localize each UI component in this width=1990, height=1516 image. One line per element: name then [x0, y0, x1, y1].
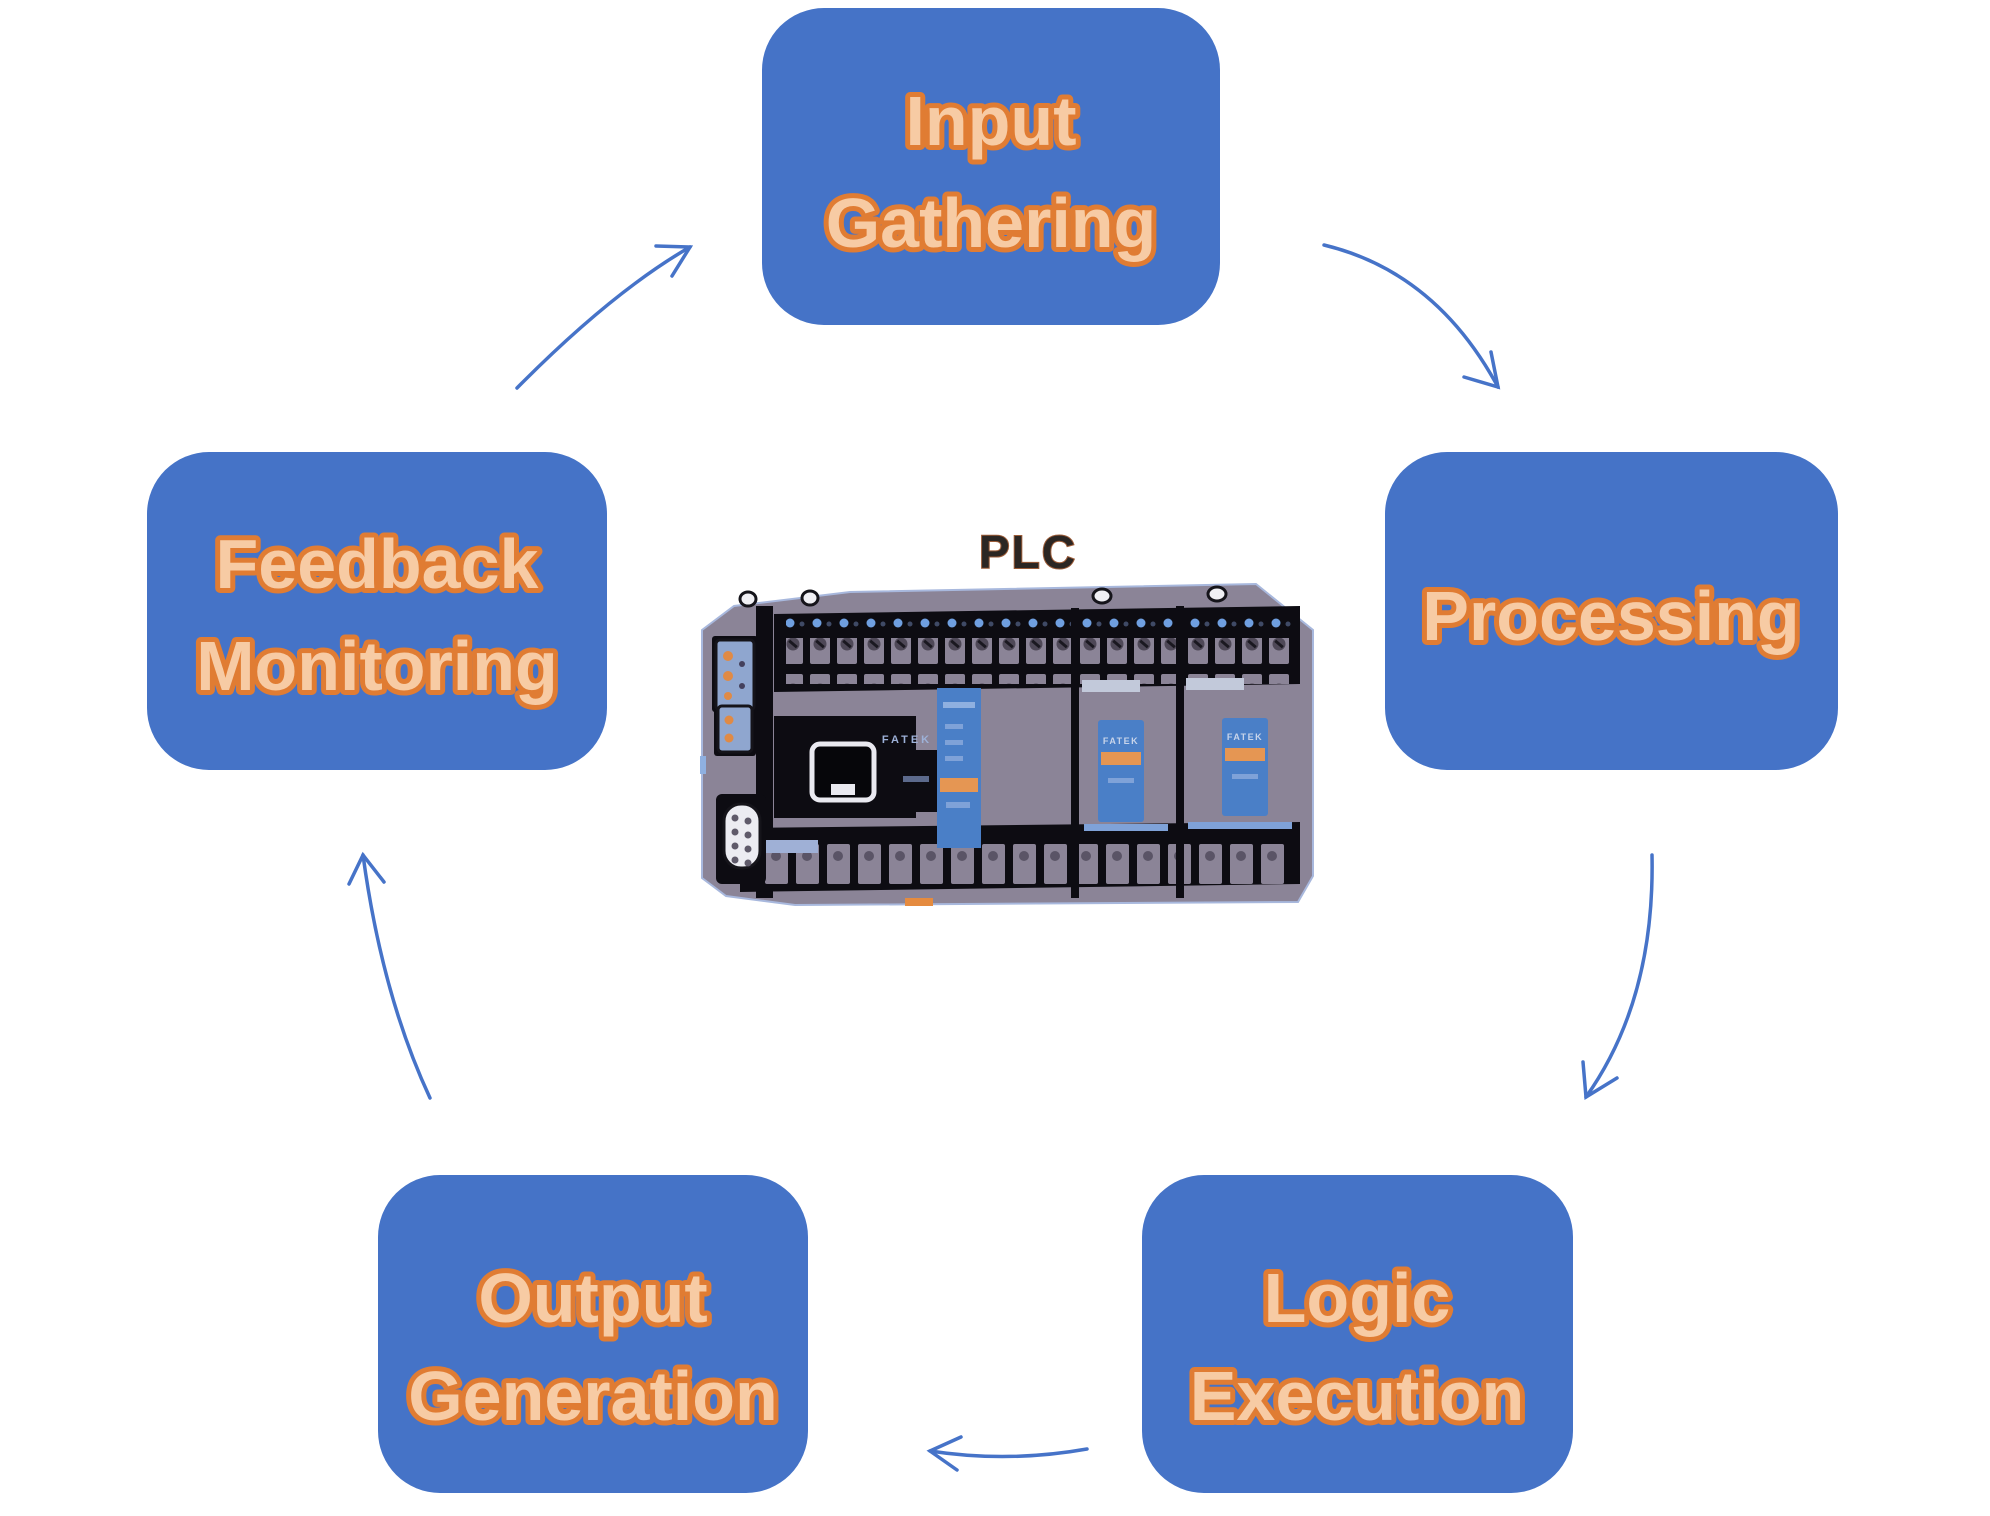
plc-module-separator-2: [1176, 606, 1184, 898]
label-processing: Processing: [1422, 577, 1799, 655]
plc-mounting-holes: [738, 585, 1228, 608]
plc-connector-block-1: [714, 638, 756, 712]
label-feedback-line2: Monitoring: [196, 627, 558, 705]
arrow-logic-to-output: [926, 1435, 1089, 1472]
plc-orange-label: [940, 778, 978, 792]
plc-caption: PLC: [979, 526, 1077, 578]
node-processing: [1385, 452, 1838, 770]
arrowhead-icon: [1462, 350, 1501, 390]
label-output-line2: Generation: [408, 1357, 778, 1435]
arrow-feedback-to-input: [515, 244, 694, 390]
plc-device-image: FATEK FATEK FATEK: [700, 582, 1314, 907]
label-logic-line1: Logic: [1264, 1259, 1451, 1337]
plc-brand-text-module2: FATEK: [1227, 732, 1263, 742]
cycle-arrows: [347, 243, 1654, 1472]
plc-bottom-screw-row: [748, 834, 1288, 886]
plc-top-led-row: [786, 618, 1291, 636]
plc-cpu-module: FATEK: [774, 688, 981, 848]
plc-brand-text-module1: FATEK: [1103, 736, 1139, 746]
label-logic-line2: Execution: [1190, 1357, 1525, 1435]
node-output-generation: [378, 1175, 808, 1493]
plc-left-io-section: [700, 636, 766, 884]
arrowhead-icon: [654, 244, 694, 278]
plc-module-separator-1: [1071, 608, 1079, 898]
plc-din-clip: [700, 756, 706, 774]
cycle-nodes: [147, 8, 1838, 1493]
arrow-output-to-feedback: [347, 851, 432, 1100]
label-input-line2: Gathering: [826, 184, 1157, 262]
plc-expansion-module-2: FATEK: [1186, 678, 1292, 829]
plc-db9-connector: [722, 802, 762, 870]
plc-module1-label: [1098, 720, 1144, 822]
arrowhead-icon: [1581, 1060, 1619, 1100]
arrowhead-icon: [926, 1435, 963, 1472]
plc-expansion-module-1: FATEK: [1082, 680, 1168, 831]
node-feedback-monitoring: [147, 452, 607, 770]
label-feedback-line1: Feedback: [216, 525, 539, 603]
label-input-line1: Input: [905, 82, 1076, 160]
plc-connector-block-2: [716, 704, 754, 754]
plc-led-strip: [937, 688, 981, 848]
plc-ethernet-port: [809, 741, 877, 803]
plc-bottom-orange-tab: [905, 898, 933, 906]
node-input-gathering: [762, 8, 1220, 325]
label-output-line1: Output: [478, 1259, 707, 1337]
node-labels: Input Gathering Processing Feedback Moni…: [191, 77, 1804, 1440]
plc-top-screw-row: [786, 638, 1291, 684]
plc-brand-text-main: FATEK: [882, 734, 932, 746]
arrow-processing-to-logic: [1581, 853, 1654, 1100]
arrowhead-icon: [347, 851, 386, 886]
node-logic-execution: [1142, 1175, 1573, 1493]
arrow-input-to-processing: [1322, 243, 1501, 390]
plc-module2-label: [1222, 718, 1268, 816]
